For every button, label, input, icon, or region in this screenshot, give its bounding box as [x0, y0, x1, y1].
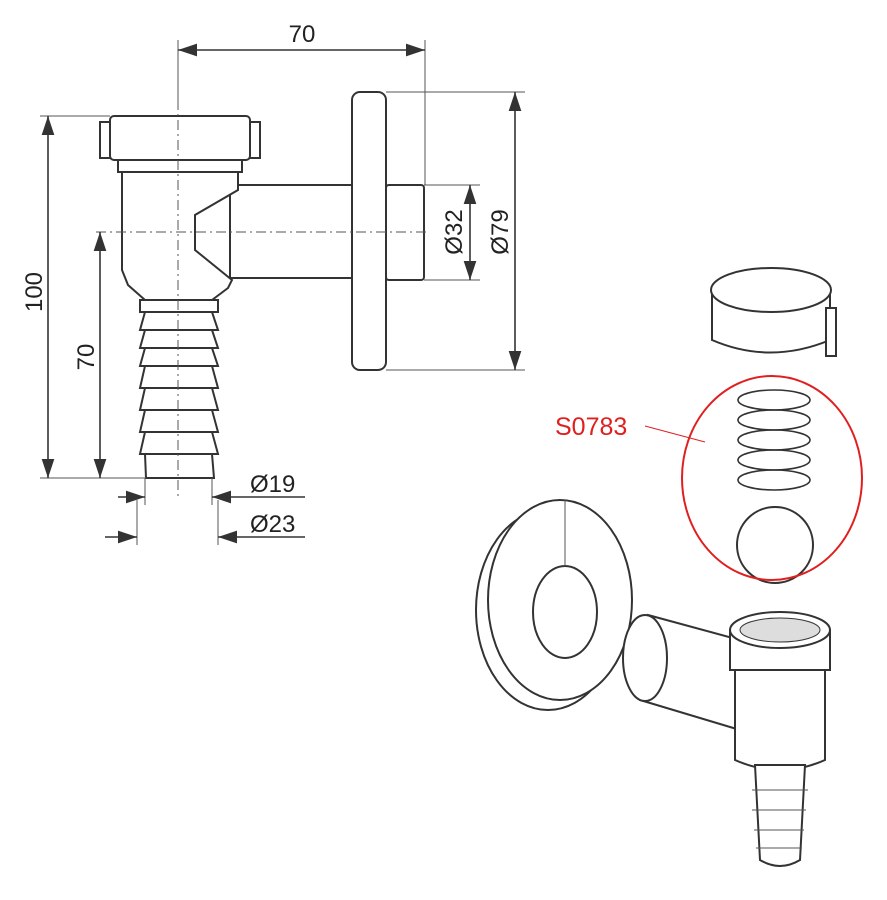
side-view-valve — [96, 40, 430, 500]
hose-connector — [138, 299, 220, 479]
dim-hose-inner: Ø19 — [250, 471, 295, 498]
dimension-lines: 70 100 70 Ø32 Ø79 Ø19 Ø23 — [21, 21, 525, 545]
dim-top-width: 70 — [289, 21, 316, 48]
nut — [109, 115, 251, 161]
ball — [736, 506, 814, 584]
rosette-iso — [475, 499, 633, 711]
thread — [117, 159, 243, 173]
callout-ellipse — [681, 375, 863, 581]
dim-total-height: 100 — [21, 272, 48, 312]
rosette-flange — [351, 91, 387, 371]
cap — [710, 267, 837, 357]
valve-body — [121, 171, 239, 301]
dim-rosette-diameter: Ø79 — [487, 209, 514, 254]
dim-outlet-height: 70 — [73, 344, 100, 371]
spring — [737, 389, 811, 491]
dim-hose-outer: Ø23 — [250, 511, 295, 538]
callout-part-number: S0783 — [555, 413, 627, 441]
callout-leader — [644, 425, 706, 443]
valve-iso — [622, 611, 831, 867]
dim-pipe-diameter: Ø32 — [441, 209, 468, 254]
